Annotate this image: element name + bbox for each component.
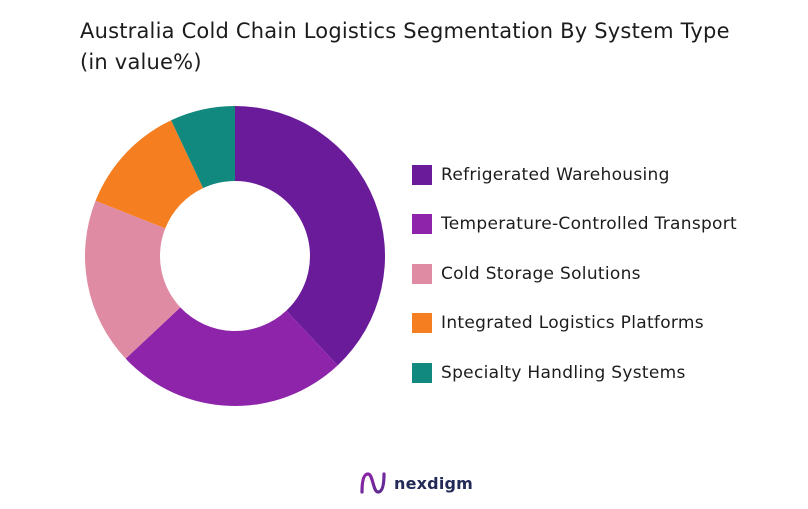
nexdigm-n-logo-icon (360, 472, 386, 494)
legend-item: Temperature-Controlled Transport (412, 200, 737, 250)
donut-slice-3 (85, 200, 181, 359)
donut-slice-4 (95, 120, 204, 229)
donut-slice-2 (125, 307, 338, 406)
legend-swatch (412, 263, 432, 284)
brand-footer: nexdigm (358, 470, 473, 496)
legend-swatch (412, 164, 432, 185)
chart-title: Australia Cold Chain Logistics Segmentat… (80, 19, 730, 74)
brand-name: nexdigm (394, 473, 474, 493)
legend-item: Cold Storage Solutions (412, 249, 737, 299)
donut-slice-1 (235, 106, 386, 366)
legend-label: Integrated Logistics Platforms (441, 313, 704, 334)
legend-swatch (412, 214, 432, 235)
legend-swatch (412, 362, 432, 383)
legend-swatch (412, 313, 432, 334)
legend-item: Integrated Logistics Platforms (412, 299, 737, 349)
legend-label: Temperature-Controlled Transport (441, 214, 738, 235)
legend-label: Refrigerated Warehousing (441, 164, 670, 185)
donut-slice-5 (171, 106, 235, 189)
legend-label: Cold Storage Solutions (441, 263, 641, 284)
legend-item: Specialty Handling Systems (412, 348, 737, 398)
donut-slices (85, 106, 386, 406)
legend-item: Refrigerated Warehousing (412, 150, 737, 200)
legend-label: Specialty Handling Systems (441, 362, 686, 383)
